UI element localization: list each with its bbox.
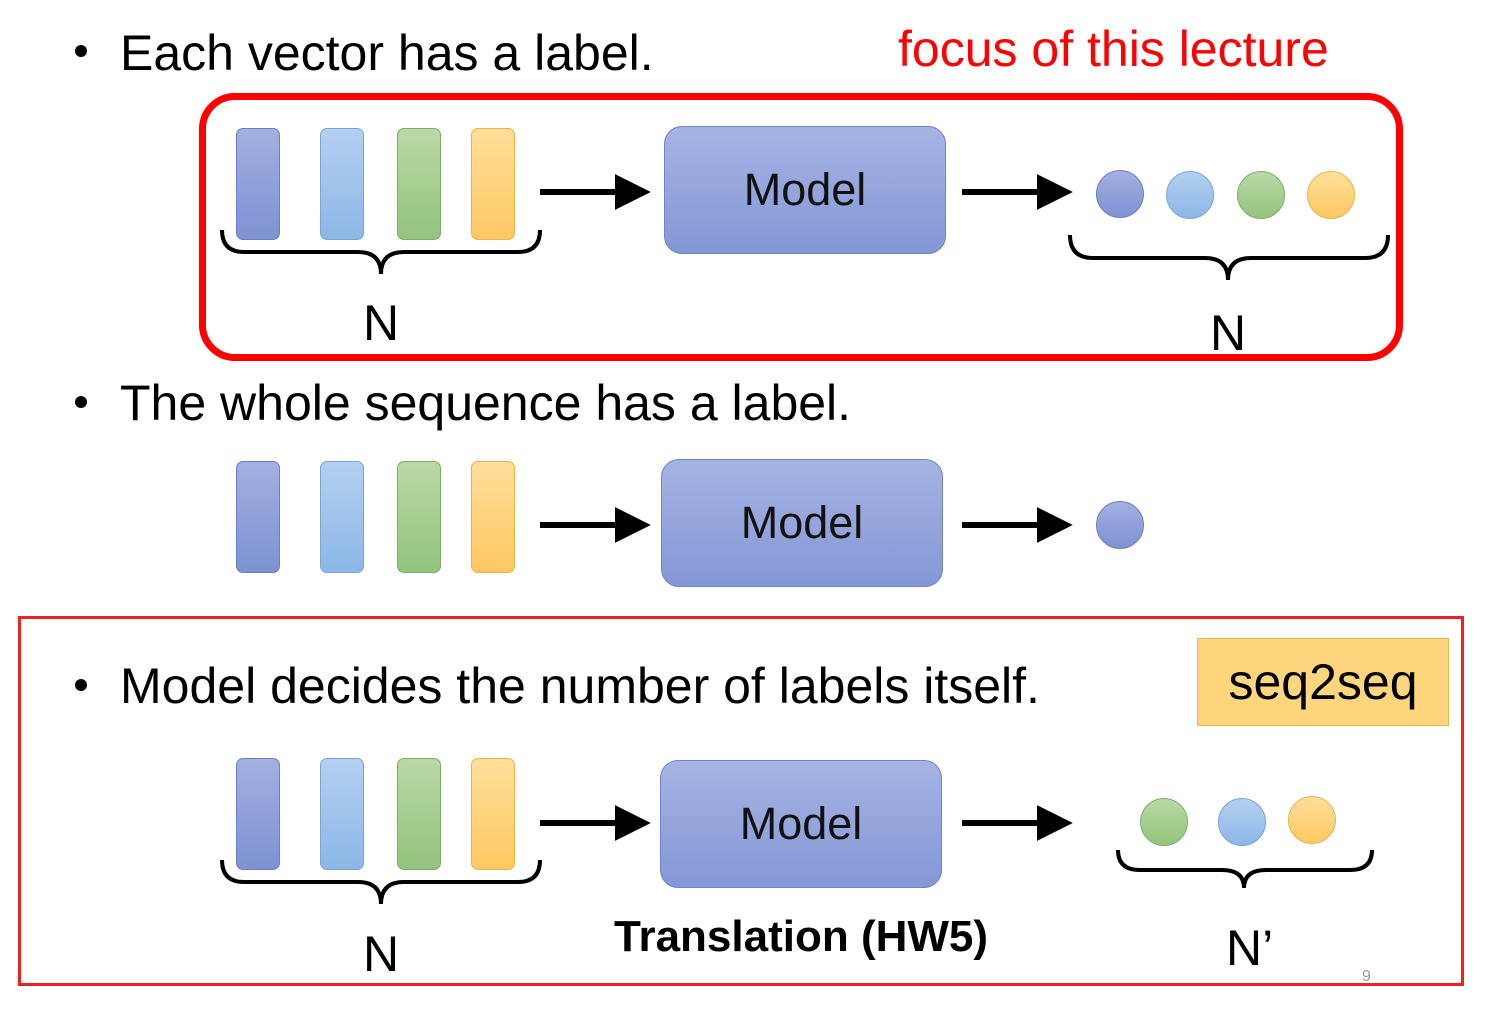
output-label-4 <box>1307 171 1355 219</box>
output-label-single <box>1096 501 1144 549</box>
bullet-model-decides-labels: Model decides the number of labels itsel… <box>120 658 1040 714</box>
input-vector-4 <box>471 461 515 573</box>
input-vector-3 <box>397 128 441 240</box>
model-box-3: Model <box>660 760 942 888</box>
bullet-marker-2 <box>75 396 87 408</box>
input-vector-3 <box>397 758 441 870</box>
input-vector-1 <box>236 758 280 870</box>
output-label-2 <box>1218 798 1266 846</box>
seq2seq-tag: seq2seq <box>1197 638 1449 726</box>
output-count-label-1: N <box>1210 305 1247 361</box>
input-vector-2 <box>320 758 364 870</box>
input-vector-2 <box>320 128 364 240</box>
input-vector-1 <box>236 461 280 573</box>
output-label-2 <box>1166 171 1214 219</box>
input-vector-3 <box>397 461 441 573</box>
model-box-2: Model <box>661 459 943 587</box>
output-label-1 <box>1096 170 1144 218</box>
input-count-label-1: N <box>363 295 400 351</box>
focus-note: focus of this lecture <box>898 21 1329 77</box>
input-vector-4 <box>471 758 515 870</box>
output-count-label-3: N’ <box>1226 920 1274 976</box>
seq2seq-frame <box>18 616 1464 986</box>
model-box-1: Model <box>664 126 946 254</box>
bullet-marker-1 <box>75 45 87 57</box>
input-vector-1 <box>236 128 280 240</box>
input-vector-2 <box>320 461 364 573</box>
brace-input-3 <box>220 859 542 905</box>
bullet-each-vector-label: Each vector has a label. <box>120 25 654 81</box>
output-label-3 <box>1237 171 1285 219</box>
brace-output-3 <box>1116 849 1374 889</box>
translation-caption: Translation (HW5) <box>614 912 989 961</box>
bullet-marker-3 <box>75 679 87 691</box>
brace-input-1 <box>220 229 542 275</box>
input-count-label-3: N <box>363 926 400 982</box>
brace-output-1 <box>1068 234 1390 281</box>
output-label-1 <box>1140 798 1188 846</box>
focus-frame <box>199 93 1403 361</box>
output-label-3 <box>1288 796 1336 844</box>
bullet-whole-sequence-label: The whole sequence has a label. <box>120 375 852 431</box>
page-number: 9 <box>1362 968 1371 985</box>
input-vector-4 <box>471 128 515 240</box>
